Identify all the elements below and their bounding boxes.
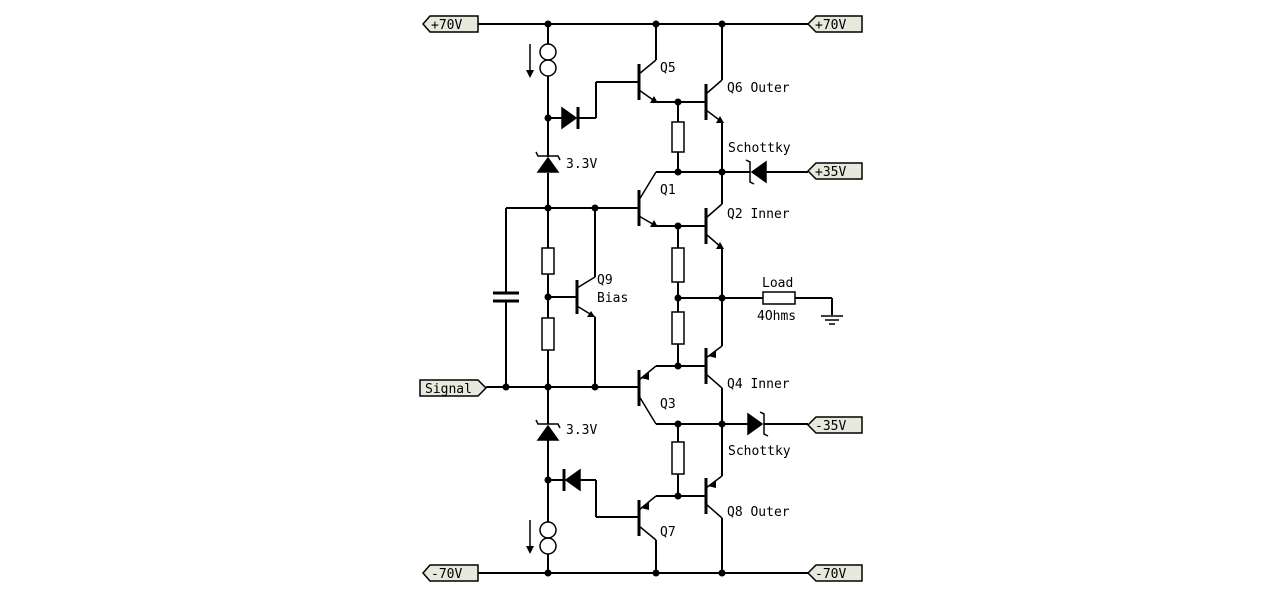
transistor-q6: Q6 Outer [678,24,790,172]
bias-label: Bias [597,291,628,306]
load-resistor: Load 4Ohms [722,276,833,324]
port-neg35-label: -35V [815,419,846,434]
port-pos70-right: +70V [806,15,863,33]
port-pos35-label: +35V [815,165,846,180]
diode-bottom-driver [548,468,638,518]
current-source-top [526,43,557,78]
q8-label: Q8 Outer [727,505,790,520]
port-signal: Signal [419,379,488,397]
bias-resistor-bottom [541,317,555,351]
transistor-q2: Q2 Inner [678,172,790,298]
q9-label: Q9 [597,273,613,288]
port-pos35: +35V [806,162,863,180]
bias-capacitor [493,207,548,387]
q1-label: Q1 [660,183,676,198]
resistor-q3-q7 [671,441,685,475]
zener-bottom-label: 3.3V [566,423,597,438]
port-neg70-right-label: -70V [815,567,846,582]
load-label: Load [762,276,793,291]
transistor-q3: Q3 [637,365,722,425]
emitter-resistor-chain [677,102,722,496]
zener-bottom: 3.3V [535,419,597,441]
transistor-q7: Q7 [637,495,678,573]
port-pos70-left: +70V [422,15,479,33]
schottky-bottom-label: Schottky [728,444,791,459]
bias-resistor-top [541,247,555,275]
q7-label: Q7 [660,525,676,540]
resistor-q1-output [671,247,685,283]
schottky-top-label: Schottky [728,141,791,156]
ground-icon [821,315,843,325]
port-pos70-right-label: +70V [815,18,846,33]
resistor-output-q3 [671,311,685,345]
q5-label: Q5 [660,61,676,76]
port-neg35: -35V [806,416,863,434]
transistor-q1: Q1 [637,171,722,227]
port-neg70-right: -70V [806,564,863,582]
resistor-q5-q1 [671,121,685,153]
zener-top: 3.3V [535,151,597,173]
zener-top-label: 3.3V [566,157,597,172]
port-signal-label: Signal [425,382,472,397]
load-value-label: 4Ohms [757,309,796,324]
current-source-bottom [526,520,557,555]
transistor-q8: Q8 Outer [678,424,790,573]
q4-label: Q4 Inner [727,377,790,392]
schottky-top: Schottky [722,141,808,185]
port-neg70-left: -70V [422,564,479,582]
schottky-bottom: Schottky [722,411,808,459]
q2-label: Q2 Inner [727,207,790,222]
q6-label: Q6 Outer [727,81,790,96]
junction-dots [502,20,726,577]
diode-top-driver [548,81,638,130]
port-neg70-left-label: -70V [431,567,462,582]
transistor-q5: Q5 [637,24,678,103]
port-pos70-left-label: +70V [431,18,462,33]
q3-label: Q3 [660,397,676,412]
transistor-q9: Q9 Bias [548,208,628,387]
transistor-q4: Q4 Inner [678,298,790,424]
